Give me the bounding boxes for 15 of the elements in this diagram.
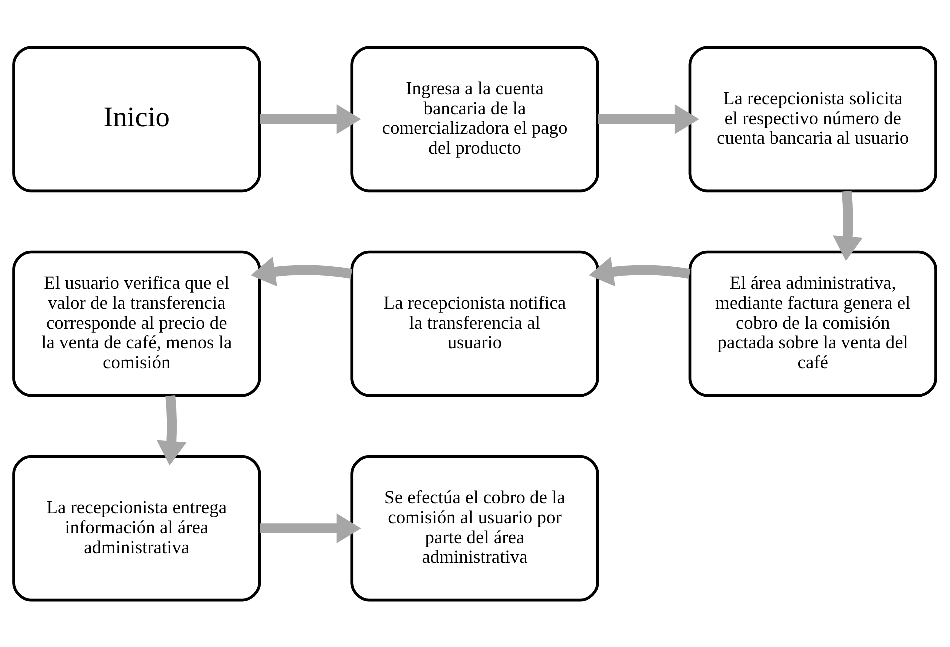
arrow <box>250 256 353 286</box>
node-box: Ingresa a la cuenta bancaria de la comercializadora el pago del producto <box>350 46 600 192</box>
arrow <box>260 513 362 544</box>
arrow <box>598 104 700 134</box>
arrow <box>589 256 691 286</box>
node-box: La recepcionista notifica la transferencia al usuario <box>350 250 600 397</box>
arrow <box>260 104 362 134</box>
node-box: Se efectúa el cobro de la comisión al usuario por parte del área administrativa <box>350 454 600 602</box>
node-box: Inicio <box>12 46 262 192</box>
node-box: El área administrativa, mediante factura genera el cobro de la comisión pactada sobre la venta del café <box>688 250 938 397</box>
arrow <box>156 395 187 466</box>
node-box: La recepcionista solicita el respectivo número de cuenta bancaria al usuario <box>688 46 938 192</box>
node-box: La recepcionista entrega información al área administrativa <box>12 454 262 602</box>
arrow <box>833 190 863 261</box>
node-box: El usuario verifica que el valor de la transferencia corresponde al precio de la venta de café, menos la comisión <box>12 250 262 397</box>
